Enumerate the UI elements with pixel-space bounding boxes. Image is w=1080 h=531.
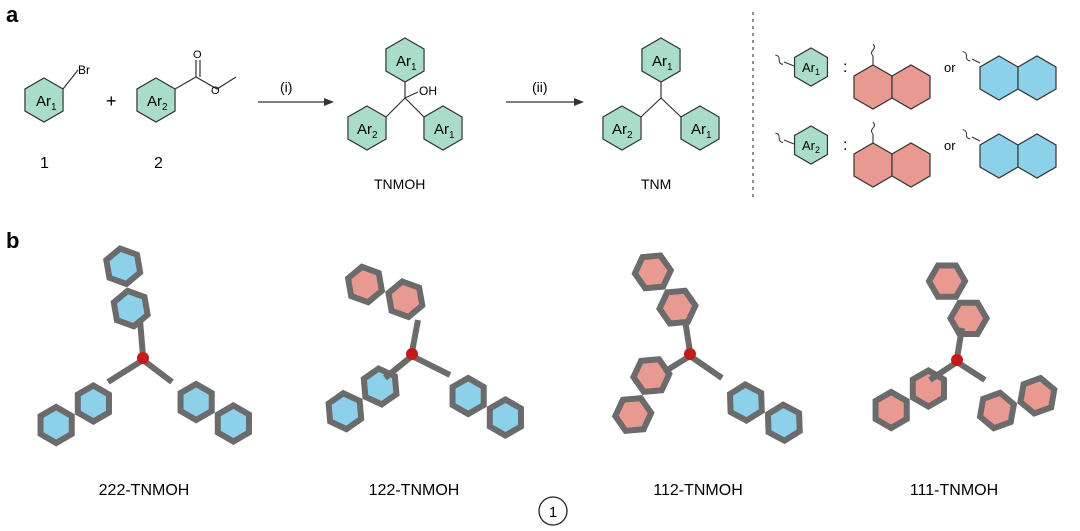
- oxygen-atom: [684, 348, 696, 360]
- tnm-ring-top-label: Ar1: [652, 53, 673, 73]
- label-111: 111-TNMOH: [910, 482, 998, 499]
- legend-ar1-label: Ar1: [802, 60, 820, 77]
- ar1-ring-label: Ar1: [36, 93, 57, 113]
- reaction-arrow-i: (i): [258, 79, 334, 106]
- panel-b-label: b: [6, 228, 19, 253]
- compound-1: Ar1 Br 1: [24, 63, 90, 172]
- tnm-structure: Ar1 Ar2 Ar1 TNM: [602, 37, 720, 192]
- compound-1-number: 1: [40, 155, 49, 172]
- step-i-label: (i): [280, 79, 292, 95]
- legend-ar1-colon: :: [843, 59, 847, 76]
- tnmoh-ring-left-label: Ar2: [357, 121, 378, 141]
- naphthyl-122-top: [343, 264, 428, 320]
- naphthyl-111-top: [924, 258, 991, 342]
- label-112: 112-TNMOH: [653, 482, 743, 499]
- tnmoh-structure: Ar1 Ar2 Ar1 OH TNMOH: [347, 37, 463, 192]
- c-br-bond: [62, 69, 79, 90]
- legend-ar2-label: Ar2: [802, 138, 820, 155]
- molecule-222: 222-TNMOH: [33, 246, 257, 499]
- legend-naphthyl2-b: [962, 129, 1057, 179]
- ar2-ring-label: Ar2: [147, 93, 168, 113]
- naphthyl-111-right: [975, 375, 1060, 431]
- molecule-112: 112-TNMOH: [611, 248, 807, 499]
- legend-naphthyl2-a: [962, 51, 1057, 101]
- footer-number-text: 1: [549, 504, 557, 521]
- plus-sign: +: [106, 91, 117, 111]
- tnm-label: TNM: [641, 176, 671, 192]
- tnm-ring-right-label: Ar1: [691, 121, 712, 141]
- footer-number: 1: [538, 496, 568, 526]
- ester-oxygen: O: [211, 85, 220, 97]
- oxygen-atom: [406, 348, 418, 360]
- tnmoh-ring-right-label: Ar1: [434, 121, 455, 141]
- panel-a-label: a: [6, 2, 19, 27]
- hydroxyl-label: OH: [419, 84, 437, 98]
- legend-naphthyl1-b: [853, 121, 931, 188]
- br-label: Br: [78, 63, 90, 77]
- oxygen-atom: [951, 354, 963, 366]
- tnmoh-ring-top-label: Ar1: [396, 53, 417, 73]
- legend-ar1-or: or: [944, 60, 956, 75]
- compound-2: Ar2 O O 2: [136, 49, 237, 172]
- tnm-ring-left-label: Ar2: [612, 121, 633, 141]
- molecule-111: 111-TNMOH: [868, 258, 1060, 499]
- tnmoh-label: TNMOH: [374, 176, 425, 192]
- naphthyl-112-top: [630, 248, 701, 331]
- legend-naphthyl1-a: [853, 43, 931, 110]
- label-222: 222-TNMOH: [99, 482, 190, 499]
- panel-b: b 222-TNMOH: [6, 228, 1060, 499]
- carbonyl-oxygen: O: [193, 49, 202, 61]
- naphthyl-222-left: [33, 381, 117, 448]
- step-ii-label: (ii): [532, 79, 548, 95]
- naphthyl-112-right: [723, 380, 807, 445]
- ester-chain: [174, 76, 237, 90]
- compound-2-number: 2: [154, 155, 163, 172]
- legend-row-ar2: Ar2 : or: [775, 125, 956, 165]
- naphthyl-112-left: [611, 353, 673, 438]
- reaction-arrow-ii: (ii): [506, 79, 584, 106]
- naphthyl-222-right: [173, 379, 257, 446]
- panel-a: a Ar1 Br 1 + Ar2 O O 2 (i): [6, 2, 1057, 198]
- molecule-122: 122-TNMOH: [321, 264, 529, 499]
- naphthyl-122-right: [445, 373, 529, 440]
- legend-ar2-or: or: [944, 138, 956, 153]
- label-122: 122-TNMOH: [369, 482, 460, 499]
- legend-ar2-colon: :: [843, 137, 847, 154]
- oxygen-atom: [137, 352, 149, 364]
- naphthyl-222-top: [105, 246, 149, 329]
- legend-row-ar1: Ar1 : or: [775, 47, 956, 87]
